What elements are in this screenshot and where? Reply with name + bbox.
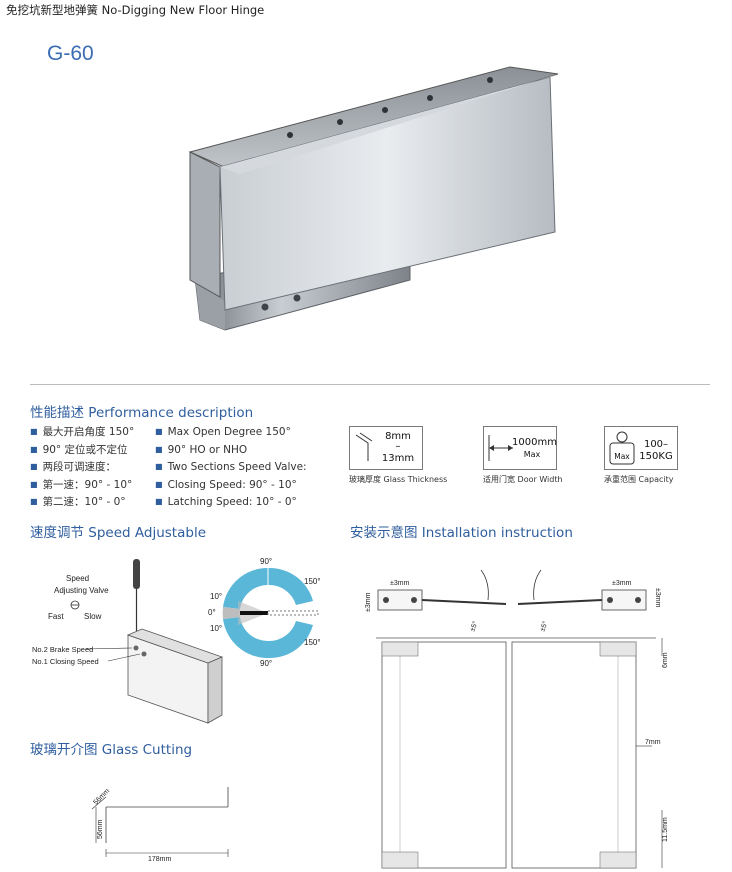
capacity-badge: Max: [614, 452, 630, 461]
angle-90-bottom: 90°: [260, 659, 272, 668]
valve-label-1: Speed: [66, 574, 89, 583]
list-item: 第二速：10° - 0°: [30, 494, 134, 512]
slow-label: Slow: [84, 612, 102, 621]
list-item: Max Open Degree 150°: [155, 424, 307, 442]
dim-angle-left: ±5°: [468, 620, 479, 633]
dim-pm3-right: ±3mm: [612, 580, 632, 587]
list-item: Closing Speed: 90° - 10°: [155, 477, 307, 495]
dim-7mm: 7mm: [645, 739, 661, 746]
glass-thickness-icon: [355, 432, 373, 461]
capacity-max: 150KG: [639, 451, 673, 462]
list-item: 90° 定位或不定位: [30, 442, 134, 460]
door-width-spec: 1000mm Max: [483, 426, 557, 470]
speed-title: 速度调节 Speed Adjustable: [30, 525, 207, 541]
installation-diagram: ±3mm ±3mm ±3mm ±3mm ±5° ±5° 6mm 7mm 11.5…: [365, 569, 669, 869]
angle-150-bottom: 150°: [304, 638, 321, 647]
performance-list-en: Max Open Degree 150° 90° HO or NHO Two S…: [155, 424, 307, 512]
dim-56mm-vertical: 56mm: [97, 819, 104, 839]
glass-thickness-min: 8mm: [385, 431, 411, 442]
glass-thickness-max: 13mm: [381, 453, 415, 464]
performance-title: 性能描述 Performance description: [30, 405, 254, 421]
door-width-icon: [488, 435, 513, 461]
list-item: 90° HO or NHO: [155, 442, 307, 460]
angle-150-top: 150°: [304, 577, 321, 586]
angle-10-up: 10°: [210, 592, 222, 601]
glass-thickness-caption: 玻璃厚度 Glass Thickness: [349, 475, 448, 484]
weight-icon: [609, 431, 635, 465]
dim-11-5mm: 11.5mm: [662, 817, 669, 842]
door-width-max: Max: [523, 450, 541, 459]
model-number: G-60: [47, 42, 94, 65]
angle-90-top: 90°: [260, 557, 272, 566]
glass-cutting-diagram: 56mm 56mm 178mm: [91, 787, 229, 863]
door-width-caption: 适用门宽 Door Width: [483, 475, 563, 484]
angle-0: 0°: [208, 608, 216, 617]
glass-thickness-spec: 8mm – 13mm: [349, 426, 423, 470]
list-item: 第一速：90° - 10°: [30, 477, 134, 495]
performance-list-cn: 最大开启角度 150° 90° 定位或不定位 两段可调速度： 第一速：90° -…: [30, 424, 135, 512]
list-item: Latching Speed: 10° - 0°: [155, 494, 307, 512]
angle-10-down: 10°: [210, 624, 222, 633]
list-item: Two Sections Speed Valve:: [155, 459, 307, 477]
list-item: 最大开启角度 150°: [30, 424, 135, 442]
closing-speed-label: No.1 Closing Speed: [32, 657, 99, 666]
capacity-min: 100–: [643, 439, 669, 450]
list-item: 两段可调速度：: [30, 459, 134, 477]
section-divider: [30, 384, 710, 385]
speed-adjust-diagram: Speed Adjusting Valve Fast Slow No.2 Bra…: [32, 557, 321, 724]
dim-178mm: 178mm: [148, 856, 172, 863]
glass-cutting-title: 玻璃开介图 Glass Cutting: [30, 742, 193, 758]
page-caption: 免挖坑新型地弹簧 No-Digging New Floor Hinge: [6, 3, 265, 17]
dim-6mm: 6mm: [662, 652, 669, 668]
capacity-spec: Max 100– 150KG: [604, 426, 678, 470]
installation-title: 安装示意图 Installation instruction: [350, 525, 573, 541]
dim-angle-right: ±5°: [538, 620, 549, 633]
door-width-value: 1000mm: [512, 437, 557, 448]
glass-thickness-dash: –: [395, 441, 401, 452]
brake-speed-label: No.2 Brake Speed: [32, 645, 93, 654]
floor-hinge-product-image: [188, 66, 559, 331]
fast-label: Fast: [48, 612, 64, 621]
valve-label-2: Adjusting Valve: [54, 586, 109, 595]
dim-pm3-vright: ±3mm: [654, 588, 661, 608]
angle-dial: [222, 567, 319, 659]
dim-pm3-vleft: ±3mm: [365, 592, 372, 612]
capacity-caption: 承重范围 Capacity: [604, 475, 674, 484]
dim-pm3-left: ±3mm: [390, 580, 410, 587]
dim-56mm-diag: 56mm: [92, 788, 111, 807]
